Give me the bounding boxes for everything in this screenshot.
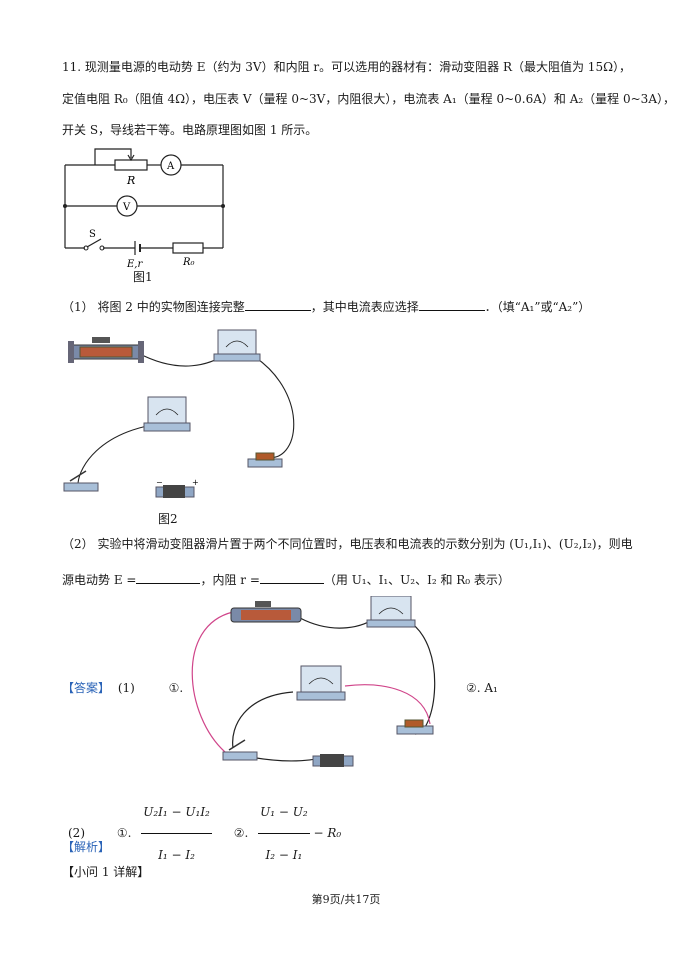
answer-rheostat-image	[230, 601, 302, 623]
question-2-line-1: （2） 实验中将滑动变阻器滑片置于两个不同位置时，电压表和电流表的示数分别为 (…	[62, 537, 633, 551]
answer-apparatus-figure	[191, 596, 436, 767]
fig1-label-A: A	[166, 161, 175, 172]
apparatus-fig2: − +	[63, 329, 295, 498]
answer-item-2-1: ①.	[116, 826, 132, 840]
answer-part1-label: (1)	[117, 681, 135, 695]
question-2-line-2: 源电动势 E = ，内阻 r = （用 U₁、I₁、U₂、I₂ 和 R₀ 表示）	[62, 571, 510, 588]
q1-suffix: ．（填“A₁”或“A₂”）	[484, 300, 591, 314]
fig1-label-V: V	[122, 202, 131, 213]
q1-mid: ，其中电流表应选择	[310, 300, 419, 314]
meter-middle-image	[143, 396, 191, 432]
answer-part2-label: (2)	[68, 826, 85, 840]
analysis-tag: 【解析】	[62, 840, 111, 854]
answer-fraction-E: U₂I₁ − U₁I₂ I₁ − I₂	[141, 792, 212, 875]
fraction-r-tail: − R₀	[313, 826, 342, 840]
page-footer: 第9页/共17页	[311, 893, 381, 906]
fraction-E-numerator: U₂I₁ − U₁I₂	[141, 792, 212, 834]
circuit-diagram-fig1: R A V S E,r R₀	[63, 148, 225, 270]
answer-item-2-2: ②.	[233, 826, 249, 840]
q2-prefix: 源电动势 E =	[62, 573, 137, 587]
fig2-caption: 图2	[158, 512, 178, 526]
problem-line-2: 定值电阻 R₀（阻值 4Ω），电压表 V（量程 0~3V，内阻很大），电流表 A…	[62, 92, 675, 106]
analysis-subheading: 【小问 1 详解】	[62, 865, 150, 879]
answer-meter-middle-image	[296, 665, 346, 701]
fig1-label-R: R	[126, 174, 135, 187]
fig1-label-Er: E,r	[126, 259, 143, 270]
fig1-caption: 图1	[133, 270, 153, 284]
fig1-label-R0: R₀	[182, 257, 195, 268]
answer-line-2: (2) ①. U₂I₁ − U₁I₂ I₁ − I₂ ②. U₁ − U₂ I₂…	[68, 792, 341, 875]
battery-image: − +	[155, 478, 199, 498]
q1-blank-2[interactable]	[418, 298, 485, 311]
fraction-r-denominator: I₂ − I₁	[265, 848, 303, 862]
rheostat-image	[68, 337, 144, 363]
q2-blank-E[interactable]	[136, 571, 201, 584]
answer-line-1: 【答案】 (1) ①.	[62, 680, 183, 696]
answer-fraction-r: U₁ − U₂ I₂ − I₁	[258, 792, 310, 875]
problem-line-3: 开关 S，导线若干等。电路原理图如图 1 所示。	[62, 123, 318, 137]
answer-resistor-image	[396, 719, 434, 735]
answer-item-1: ①.	[168, 681, 184, 695]
question-1: （1） 将图 2 中的实物图连接完整 ，其中电流表应选择 ．（填“A₁”或“A₂”）	[62, 298, 590, 315]
svg-text:+: +	[192, 478, 199, 487]
q2-mid: ，内阻 r =	[200, 573, 260, 587]
meter-top-image	[213, 329, 261, 362]
q1-blank-1[interactable]	[244, 298, 311, 311]
q2-suffix: （用 U₁、I₁、U₂、I₂ 和 R₀ 表示）	[323, 573, 510, 587]
fraction-r-numerator: U₁ − U₂	[258, 792, 310, 834]
fig1-label-S: S	[89, 229, 96, 240]
svg-text:−: −	[156, 478, 163, 487]
fraction-E-denominator: I₁ − I₂	[158, 848, 195, 862]
answer-tag: 【答案】	[62, 681, 111, 695]
answer-meter-top-image	[366, 596, 416, 628]
q1-prefix: （1） 将图 2 中的实物图连接完整	[62, 300, 245, 314]
q2-blank-r[interactable]	[259, 571, 324, 584]
switch-image	[63, 470, 99, 492]
problem-line-1: 11. 现测量电源的电动势 E（约为 3V）和内阻 r。可以选用的器材有：滑动变…	[62, 60, 632, 74]
answer-item-2: ②. A₁	[466, 681, 498, 695]
resistor-r0-image	[247, 452, 283, 468]
answer-battery-image	[312, 754, 354, 767]
answer-switch-image	[222, 739, 258, 761]
